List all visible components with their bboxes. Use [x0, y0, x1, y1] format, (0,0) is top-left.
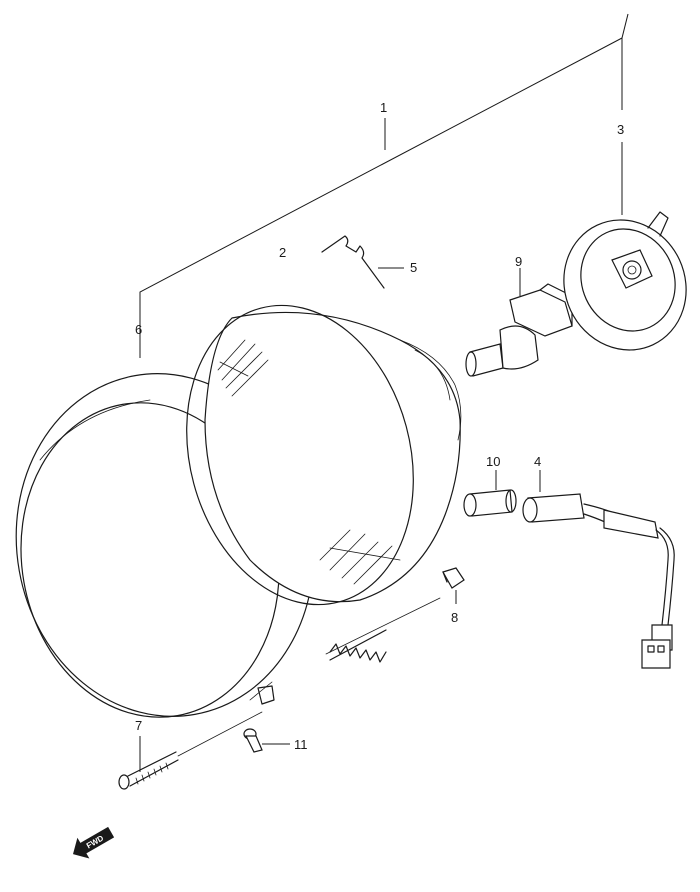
adjusting-screw: [118, 711, 263, 790]
callout-10: 10: [486, 454, 500, 469]
callout-1: 1: [380, 100, 387, 115]
spring-clip: [321, 235, 404, 289]
fwd-arrow-icon: [73, 826, 115, 859]
headlamp-unit: [186, 304, 462, 606]
headlamp-bulb: [465, 268, 573, 377]
callout-9: 9: [515, 254, 522, 269]
callout-8: 8: [451, 610, 458, 625]
bulb-socket: [563, 211, 687, 351]
callout-3: 3: [617, 122, 624, 137]
nut: [325, 567, 465, 655]
fwd-arrow-badge: FWD: [73, 826, 115, 859]
callout-4: 4: [534, 454, 541, 469]
small-screw: [243, 728, 290, 753]
callout-7: 7: [135, 718, 142, 733]
callout-6: 6: [135, 322, 142, 337]
callout-5: 5: [410, 260, 417, 275]
adjuster-spring: [329, 629, 387, 663]
assembly-bracket-1: [139, 13, 629, 358]
position-lamp-socket: [522, 470, 675, 669]
position-lamp-bulb: [463, 470, 517, 517]
callout-2: 2: [279, 245, 286, 260]
callout-11: 11: [294, 737, 308, 752]
